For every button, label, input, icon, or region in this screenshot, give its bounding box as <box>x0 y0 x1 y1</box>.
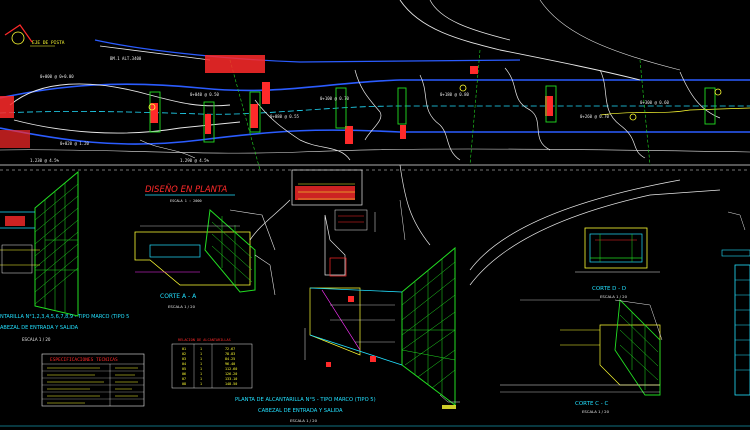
corte-a-title: CORTE A - A <box>160 293 197 300</box>
rel-row-7-c0: 08 <box>182 382 186 386</box>
left-scale: ESCALA 1 / 20 <box>22 337 51 342</box>
left-title-block: NTARILLA N°1,2,3,4,5,6,7,8,9 - TIPO MARC… <box>0 314 129 342</box>
corte-d-title: CORTE D - D <box>592 286 626 292</box>
svg-text:1.230 @ 4.5%: 1.230 @ 4.5% <box>30 158 59 163</box>
svg-text:0+020 @ 1.20: 0+020 @ 1.20 <box>60 141 89 146</box>
rel-row-6-c0: 07 <box>182 377 186 381</box>
rel-row-5-c0: 06 <box>182 372 186 376</box>
svg-text:0+260 @ 0.70: 0+260 @ 0.70 <box>580 114 609 119</box>
svg-text:1.290 @ 4.5%: 1.290 @ 4.5% <box>180 158 209 163</box>
planta-title-1: PLANTA DE ALCANTARILLA N°5 - TIPO MARCO … <box>235 397 376 403</box>
relation-table-title: RELACION DE ALCANTARILLAS <box>178 338 231 342</box>
rel-row-0-c0: 01 <box>182 347 186 351</box>
corte-a-scale: ESCALA 1 / 20 <box>168 304 196 309</box>
center-structure[interactable] <box>324 199 406 277</box>
left-title-1: NTARILLA N°1,2,3,4,5,6,7,8,9 - TIPO MARC… <box>0 314 129 320</box>
rel-row-7-c2: 148.50 <box>225 382 237 386</box>
rel-row-4-c0: 05 <box>182 367 186 371</box>
plan-culvert-5[interactable]: PLANTA DE ALCANTARILLA N°5 - TIPO MARCO … <box>235 246 460 423</box>
planta-scale: ESCALA 1 / 20 <box>290 418 318 423</box>
right-detail[interactable] <box>721 211 750 396</box>
svg-text:ESCALA 1 : 2000: ESCALA 1 : 2000 <box>170 199 202 203</box>
plan-annotations: 0+000 @ 0+0.00 BM.1 ALT.3400 0+040 @ 0.5… <box>30 56 669 163</box>
rel-row-3-c2: 96.40 <box>225 362 235 366</box>
svg-text:0+180 @ 0.80: 0+180 @ 0.80 <box>440 92 469 97</box>
section-c-c[interactable]: CORTE C - C ESCALA 1 / 20 <box>500 299 663 414</box>
svg-text:0+300 @ 0.60: 0+300 @ 0.60 <box>640 100 669 105</box>
planta-title-2: CABEZAL DE ENTRADA Y SALIDA <box>258 408 343 414</box>
culvert-markers[interactable] <box>0 55 553 200</box>
eje-de-pista-label: EJE DE PISTA <box>32 40 65 46</box>
station-markers[interactable] <box>148 84 722 121</box>
rel-row-5-c2: 126.20 <box>225 372 237 376</box>
rel-row-2-c1: 1 <box>200 357 202 361</box>
section-a-a[interactable]: CORTE A - A ESCALA 1 / 20 <box>134 208 276 309</box>
rel-row-7-c1: 1 <box>200 382 202 386</box>
rel-row-6-c1: 1 <box>200 377 202 381</box>
specifications-table[interactable]: ESPECIFICACIONES TECNICAS <box>41 353 145 407</box>
section-d-d[interactable]: CORTE D - D ESCALA 1 / 20 <box>575 227 660 299</box>
relation-table-rows: 01 1 72.67 02 1 78.83 03 1 84.25 04 1 96… <box>182 347 237 386</box>
corte-c-scale: ESCALA 1 / 20 <box>582 409 610 414</box>
culvert-outlines <box>149 85 716 143</box>
plan-title-block: DISEÑO EN PLANTA ESCALA 1 : 2000 <box>145 184 235 203</box>
relation-table[interactable]: RELACION DE ALCANTARILLAS 01 1 72.67 02 … <box>171 338 253 389</box>
rel-row-4-c1: 1 <box>200 367 202 371</box>
rel-row-1-c2: 78.83 <box>225 352 235 356</box>
rel-row-1-c1: 1 <box>200 352 202 356</box>
rel-row-1-c0: 02 <box>182 352 186 356</box>
diseno-en-planta-title: DISEÑO EN PLANTA <box>145 184 227 195</box>
rel-row-2-c0: 03 <box>182 357 186 361</box>
rel-row-3-c1: 1 <box>200 362 202 366</box>
svg-text:0+100 @ 0.70: 0+100 @ 0.70 <box>320 96 349 101</box>
corte-c-title: CORTE C - C <box>575 401 608 407</box>
specifications-title: ESPECIFICACIONES TECNICAS <box>50 357 118 363</box>
rel-row-6-c2: 133.10 <box>225 377 237 381</box>
rel-row-5-c1: 1 <box>200 372 202 376</box>
svg-text:0+080 @ 0.55: 0+080 @ 0.55 <box>270 114 299 119</box>
axis-label: EJE DE PISTA <box>4 24 65 47</box>
left-title-2: ABEZAL DE ENTRADA Y SALIDA <box>0 325 79 331</box>
rel-row-0-c1: 1 <box>200 347 202 351</box>
center-info-box <box>291 169 368 231</box>
road-plan <box>0 0 750 171</box>
corte-d-scale: ESCALA 1 / 20 <box>600 294 628 299</box>
svg-text:BM.1 ALT.3400: BM.1 ALT.3400 <box>110 56 142 61</box>
left-elevation[interactable] <box>0 170 79 317</box>
svg-text:0+000 @ 0+0.00: 0+000 @ 0+0.00 <box>40 74 74 79</box>
rel-row-2-c2: 84.25 <box>225 357 235 361</box>
terrain-curves <box>249 164 721 286</box>
rel-row-0-c2: 72.67 <box>225 347 235 351</box>
rel-row-3-c0: 04 <box>182 362 186 366</box>
rel-row-4-c2: 112.60 <box>225 367 237 371</box>
svg-text:0+040 @ 0.50: 0+040 @ 0.50 <box>190 92 219 97</box>
